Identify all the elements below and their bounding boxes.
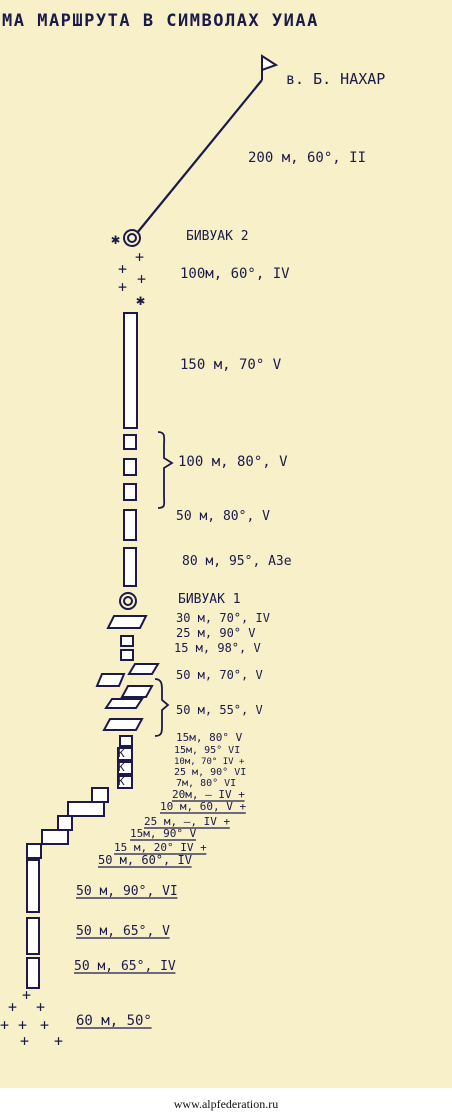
pitch-label: 50 м, 60°, IV — [98, 853, 192, 867]
bivouac-1-label: БИВУАК 1 — [178, 592, 241, 607]
bivouac-2-label: БИВУАК 2 — [186, 229, 249, 244]
pitch-label: 50 м, 55°, V — [176, 703, 263, 717]
svg-text:+: + — [18, 1016, 27, 1034]
pitch-label: 50 м, 65°, IV — [74, 959, 176, 974]
ridge-line — [136, 79, 263, 234]
svg-text:+: + — [118, 278, 127, 296]
snow-star-icon: ✱ — [111, 230, 120, 248]
pitch-label: 50 м, 80°, V — [176, 509, 270, 524]
scree-plus-icon: + ++ +++ ++ — [0, 986, 63, 1050]
pitch-label: 15м, 80° V — [176, 731, 243, 744]
svg-text:+: + — [20, 1032, 29, 1050]
svg-text:+: + — [36, 998, 45, 1016]
bivouac-icon — [123, 229, 141, 247]
pitch-label: 20м, — IV + — [172, 788, 245, 801]
pitch-label: 15м, 90° V — [130, 827, 197, 840]
pitch-label: 15м, 95° VI — [174, 745, 240, 756]
svg-text:+: + — [137, 270, 146, 288]
svg-text:+: + — [8, 998, 17, 1016]
diagram-title: МА МАРШРУТА В СИМВОЛАХ УИАА — [2, 11, 319, 31]
group-bracket — [157, 431, 174, 509]
pitch-label: 100м, 60°, IV — [180, 266, 290, 282]
rock-features — [26, 615, 160, 859]
pitch-label: 50 м, 70°, V — [176, 668, 263, 682]
pitch-label: 30 м, 70°, IV — [176, 611, 270, 625]
svg-text:K: K — [118, 775, 125, 788]
route-diagram: МА МАРШРУТА В СИМВОЛАХ УИАА в. Б. НАХАР … — [0, 11, 385, 1050]
lower-wall — [26, 859, 40, 989]
wall-segments — [123, 312, 138, 587]
pitch-label: 10м, 70° IV + — [174, 757, 245, 767]
pitch-label: 25 м, 90° V — [176, 626, 255, 640]
group-bracket — [154, 678, 170, 737]
pitch-labels: 200 м, 60°, II 100м, 60°, IV 150 м, 70° V 1… — [74, 150, 366, 1029]
svg-text:K: K — [118, 747, 125, 760]
pitch-label: 150 м, 70° V — [180, 357, 282, 373]
pitch-label: 25 м, 90° VI — [174, 767, 246, 778]
summit-label: в. Б. НАХАР — [286, 70, 385, 88]
svg-text:K: K — [118, 761, 125, 774]
pitch-label: 100 м, 80°, V — [178, 454, 288, 470]
svg-text:+: + — [118, 260, 127, 278]
snow-star-icon: ✱ — [136, 291, 145, 309]
footer-url: www.alpfederation.ru — [173, 1097, 279, 1111]
pitch-label: 50 м, 90°, VI — [76, 884, 178, 899]
svg-text:+: + — [135, 248, 144, 266]
diagram-sheet: МА МАРШРУТА В СИМВОЛАХ УИАА в. Б. НАХАР … — [0, 0, 452, 1088]
summit-flag-icon — [261, 54, 279, 80]
pitch-label: 200 м, 60°, II — [248, 150, 366, 166]
scree-plus-icon: +++ + — [118, 248, 146, 296]
pitch-label: 15 м, 20° IV + — [114, 841, 207, 854]
overhang-marks: KKK — [118, 747, 125, 788]
svg-text:+: + — [40, 1016, 49, 1034]
pitch-label: 10 м, 60, V + — [160, 800, 246, 813]
svg-text:+: + — [0, 1016, 9, 1034]
pitch-label: 60 м, 50° — [76, 1013, 152, 1029]
svg-text:+: + — [22, 986, 31, 1004]
bivouac-icon — [119, 592, 137, 610]
pitch-label: 7м, 80° VI — [176, 778, 236, 789]
pitch-label: 50 м, 65°, V — [76, 924, 170, 939]
pitch-label: 15 м, 98°, V — [174, 641, 261, 655]
svg-text:+: + — [54, 1032, 63, 1050]
pitch-label: 25 м, —, IV + — [144, 815, 230, 828]
pitch-label: 80 м, 95°, A3e — [182, 554, 292, 569]
